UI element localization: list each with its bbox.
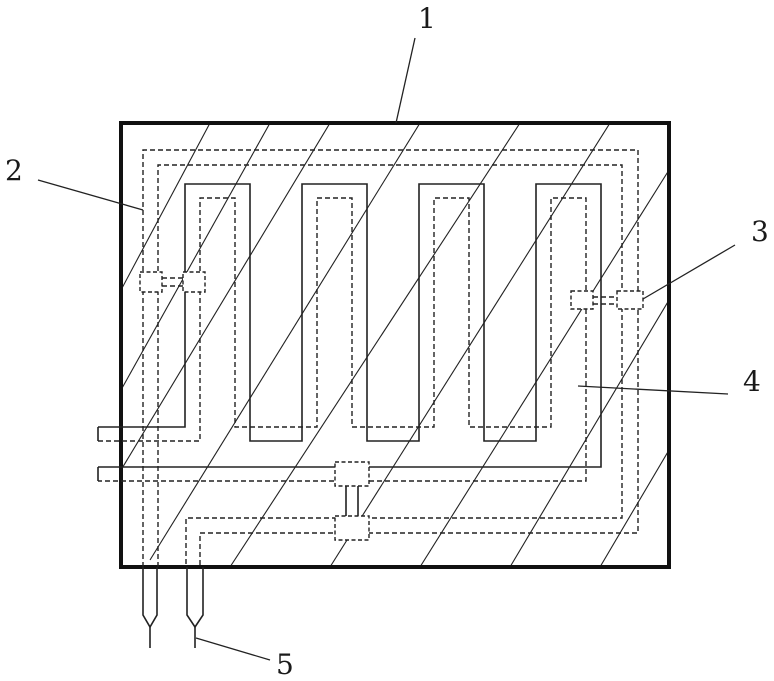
label-3: 3 bbox=[751, 215, 769, 248]
label-1: 1 bbox=[418, 2, 436, 35]
label-2: 2 bbox=[5, 154, 23, 187]
hatching bbox=[121, 123, 669, 567]
outer-dashed-channel bbox=[143, 150, 638, 567]
connector-center bbox=[335, 462, 369, 540]
connector-left bbox=[140, 272, 205, 292]
connector-right bbox=[571, 291, 643, 309]
plate-outline bbox=[121, 123, 669, 567]
outlet-pipes bbox=[143, 567, 203, 648]
serpentine-channel bbox=[98, 184, 601, 481]
label-5: 5 bbox=[276, 648, 294, 681]
label-4: 4 bbox=[743, 365, 761, 398]
